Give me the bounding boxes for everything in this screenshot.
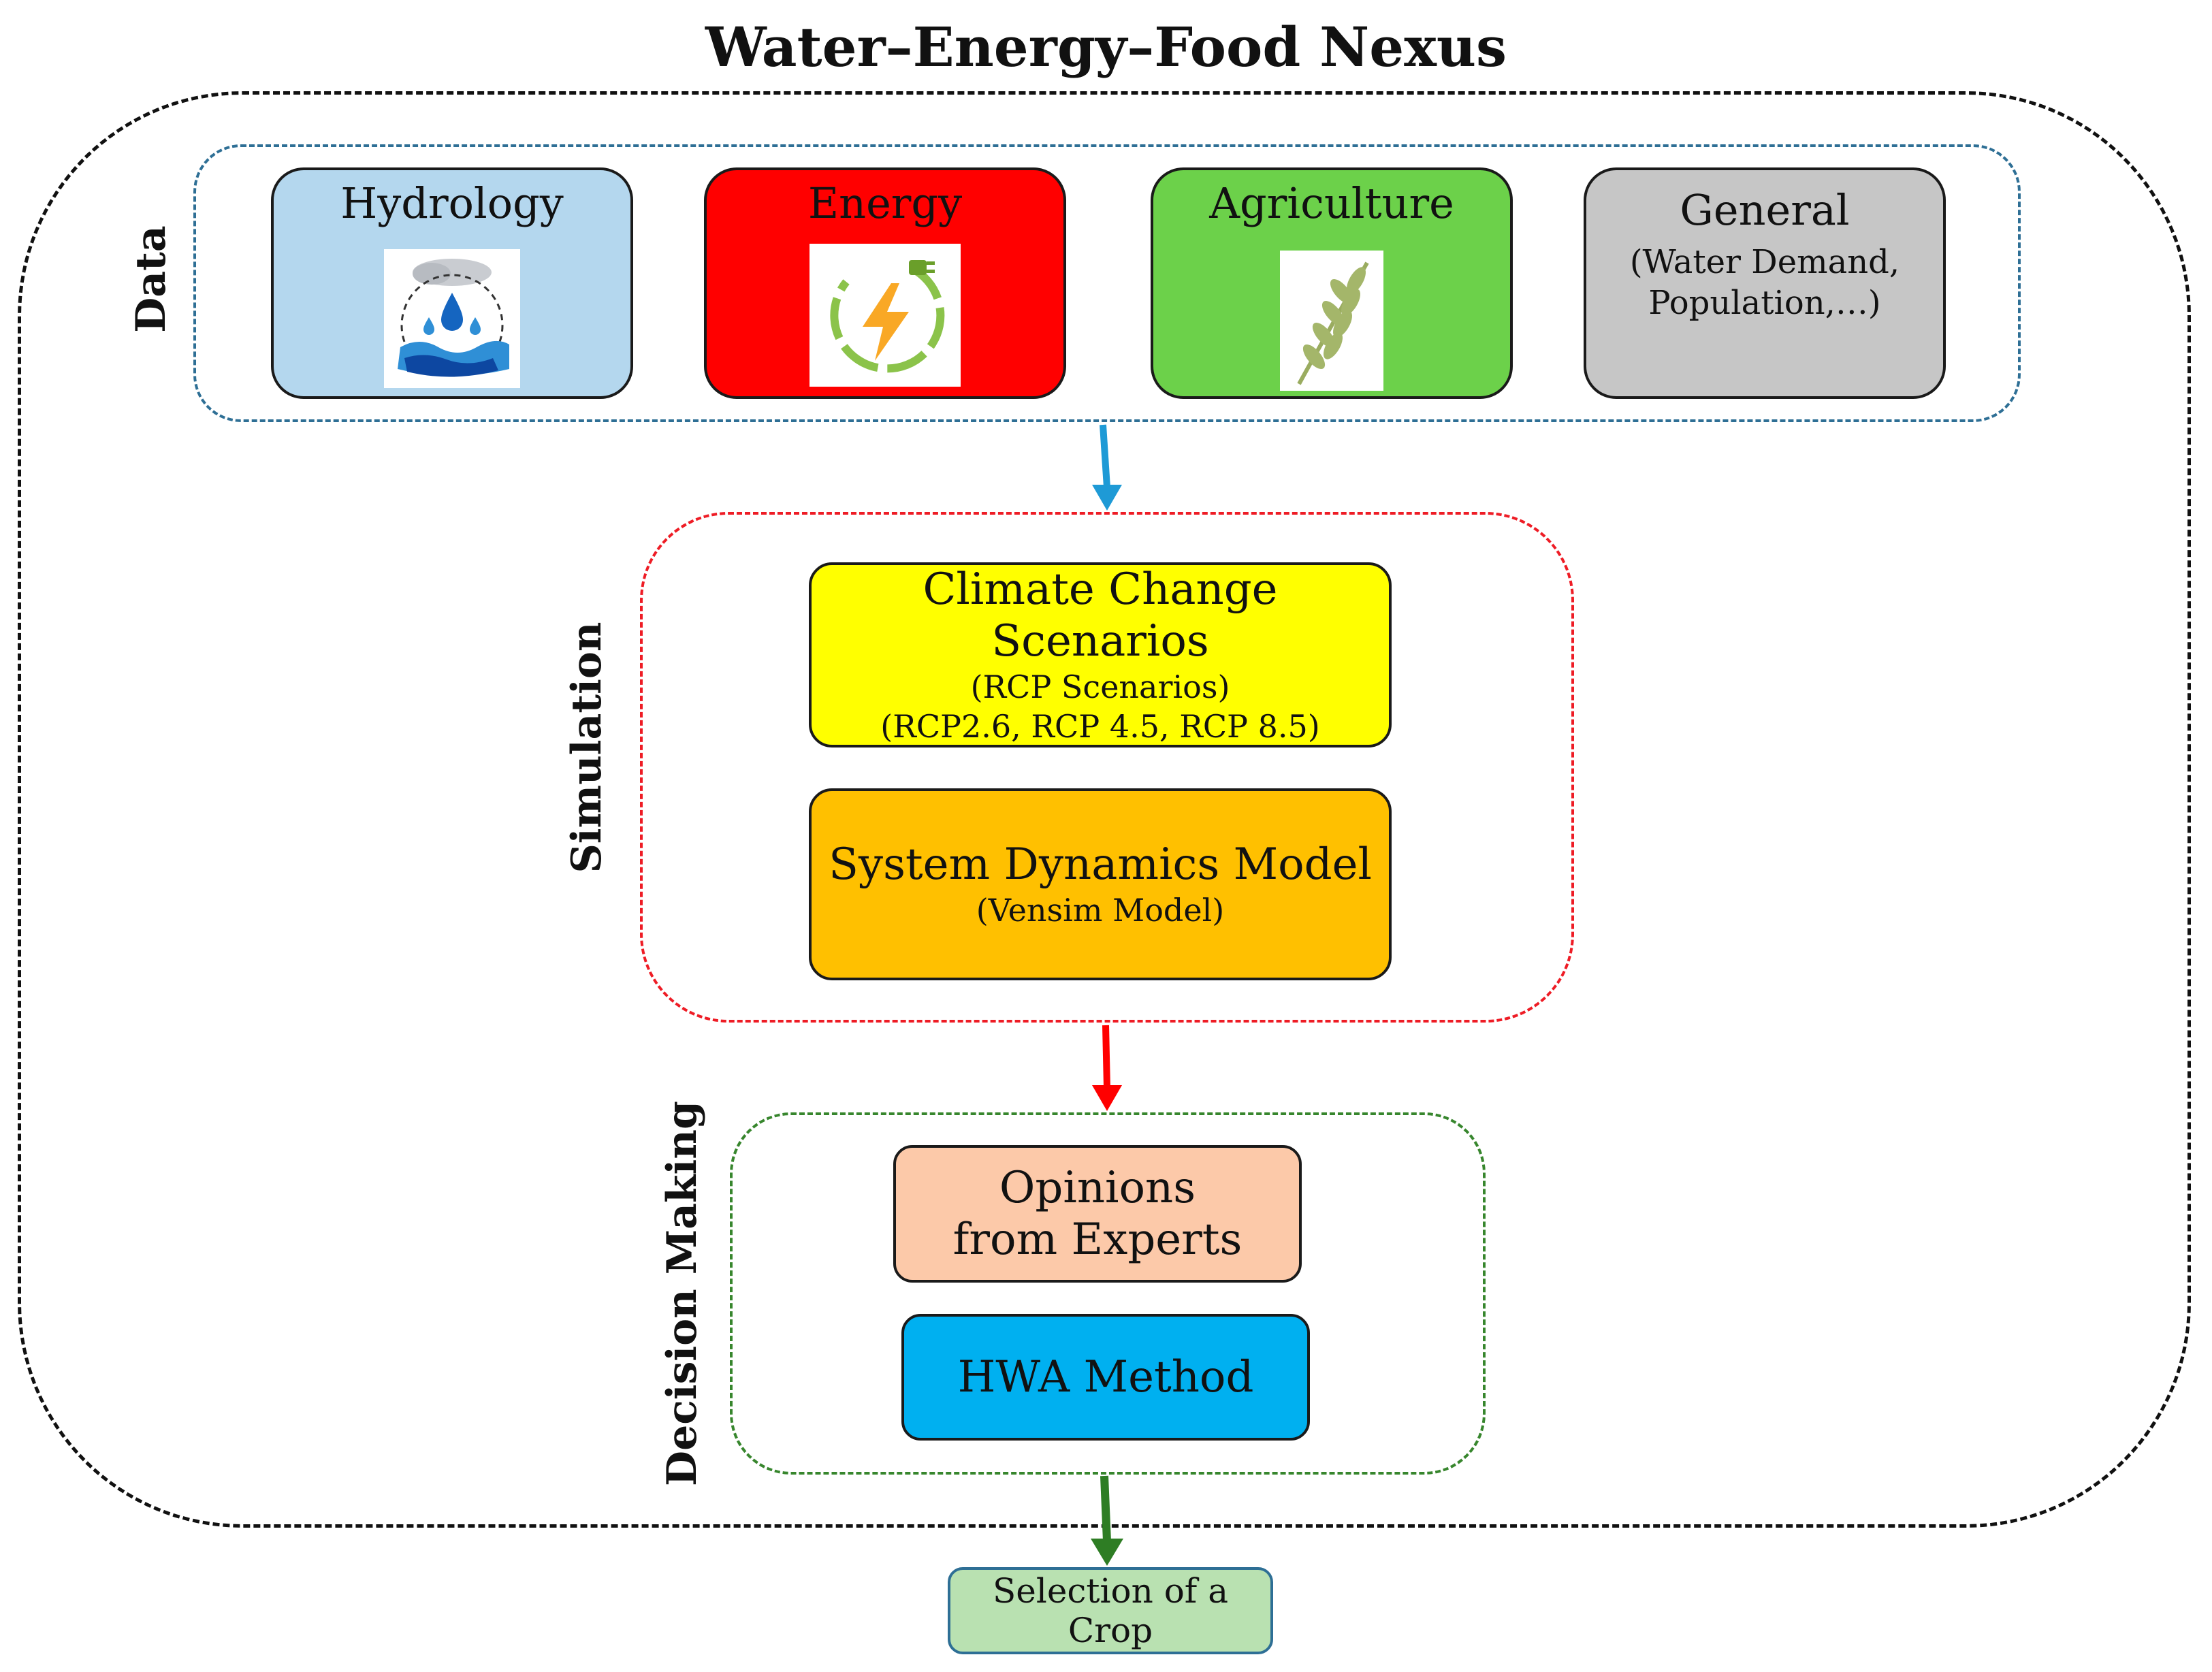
energy-label: Energy (807, 178, 963, 228)
crop-selection-label: Selection of a Crop (992, 1571, 1229, 1650)
data-group (193, 144, 2021, 422)
climate-change-box: Climate Change Scenarios (RCP Scenarios)… (809, 562, 1392, 747)
agriculture-card: Agriculture (1151, 167, 1513, 399)
simulation-group (640, 512, 1574, 1023)
hydrology-label: Hydrology (340, 178, 564, 228)
climate-sub2: (RCP2.6, RCP 4.5, RCP 8.5) (880, 708, 1320, 745)
arrow-simulation-to-decision (1092, 1025, 1122, 1111)
general-card: General (Water Demand, Population,…) (1584, 167, 1946, 399)
water-cycle-icon (384, 249, 520, 388)
hydrology-card: Hydrology (271, 167, 633, 399)
crop-selection-box: Selection of a Crop (948, 1567, 1273, 1654)
system-dynamics-box: System Dynamics Model (Vensim Model) (809, 788, 1392, 980)
opinions-line2: from Experts (952, 1215, 1243, 1265)
opinions-line1: Opinions (999, 1163, 1196, 1213)
climate-sub1: (RCP Scenarios) (970, 669, 1230, 705)
hwa-label: HWA Method (957, 1352, 1254, 1402)
system-dynamics-title: System Dynamics Model (829, 839, 1372, 890)
hwa-method-box: HWA Method (901, 1314, 1310, 1441)
agriculture-label: Agriculture (1209, 178, 1454, 228)
energy-plug-icon (810, 244, 961, 387)
decision-making-group (730, 1112, 1486, 1475)
general-sub-line2: Population,…) (1648, 284, 1881, 322)
wheat-icon (1280, 251, 1383, 391)
system-dynamics-sub: (Vensim Model) (976, 892, 1225, 929)
expert-opinions-box: Opinions from Experts (893, 1145, 1302, 1283)
diagram-title: Water–Energy–Food Nexus (705, 15, 1507, 79)
arrow-data-to-simulation (1092, 424, 1122, 511)
energy-card: Energy (704, 167, 1066, 399)
arrow-decision-to-selection (1091, 1475, 1123, 1566)
general-sub-line1: (Water Demand, (1629, 243, 1900, 281)
climate-title: Climate Change Scenarios (923, 564, 1278, 666)
general-label: General (1680, 185, 1850, 235)
